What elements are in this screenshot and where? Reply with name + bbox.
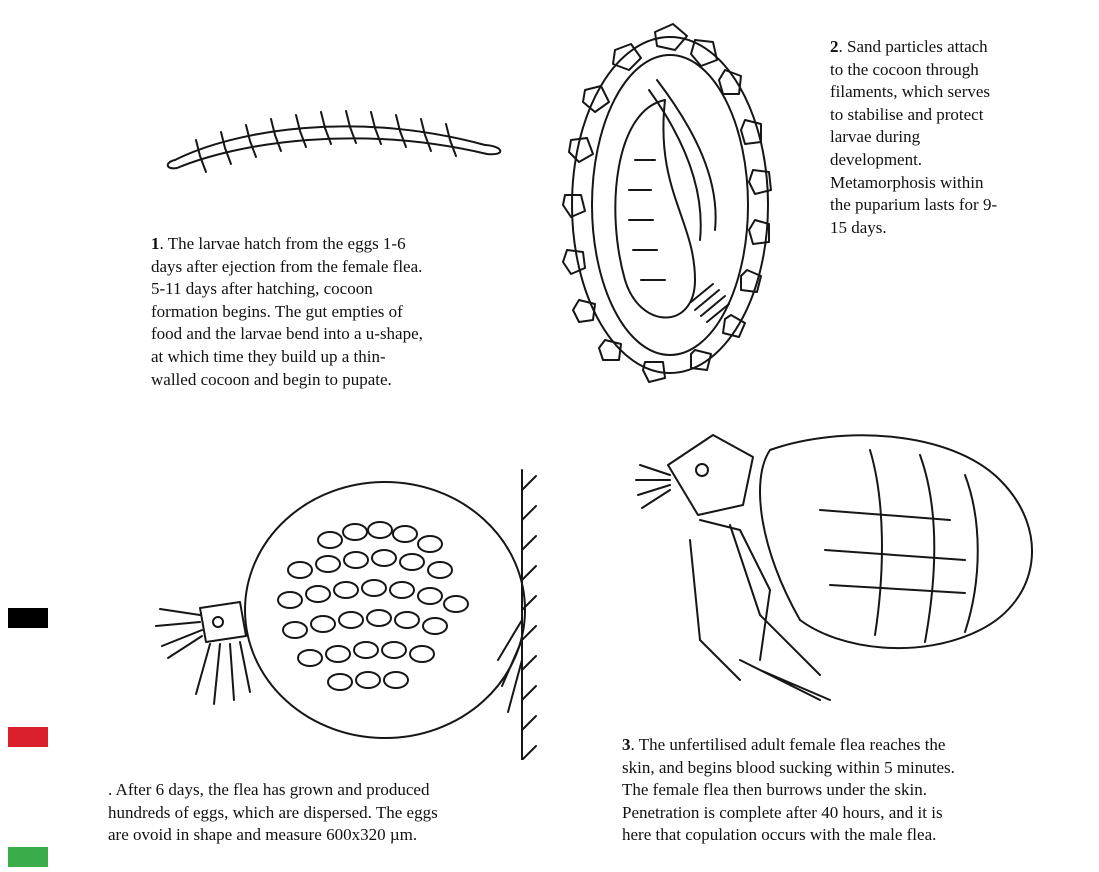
cocoon-drawing [545, 10, 795, 400]
color-swatch-green [8, 847, 48, 867]
color-swatch-black [8, 608, 48, 628]
stage-1-text: . The larvae hatch from the eggs 1-6 day… [151, 234, 423, 389]
flea-drawing [620, 420, 1060, 720]
stage-2-number: 2 [830, 37, 839, 56]
egg-mass-drawing [150, 460, 540, 760]
stage-1-number: 1 [151, 234, 160, 253]
stage-1-caption: 1. The larvae hatch from the eggs 1-6 da… [151, 233, 551, 391]
larva-drawing [155, 90, 520, 180]
color-swatch-red [8, 727, 48, 747]
stage-4-caption: . After 6 days, the flea has grown and p… [108, 779, 598, 847]
stage-2-text: . Sand particles attach to the cocoon th… [830, 37, 997, 237]
stage-3-caption: 3. The unfertilised adult female flea re… [622, 734, 1092, 847]
stage-3-number: 3 [622, 735, 631, 754]
stage-3-text: . The unfertilised adult female flea rea… [622, 735, 955, 844]
stage-2-caption: 2. Sand particles attach to the cocoon t… [830, 36, 1090, 239]
stage-4-text: . After 6 days, the flea has grown and p… [108, 780, 438, 844]
